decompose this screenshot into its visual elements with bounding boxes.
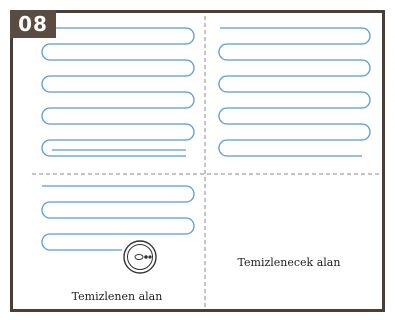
cleaning-path-top-right xyxy=(218,27,371,157)
cleaned-area-label: Temizlenen alan xyxy=(71,290,163,303)
area-to-clean-label: Temizlenecek alan xyxy=(237,256,341,269)
cleaning-path-top-left xyxy=(41,27,195,157)
step-number-badge: 08 xyxy=(10,10,56,38)
cleaning-path-bottom-left xyxy=(41,185,195,251)
robot-vacuum-icon xyxy=(123,240,157,274)
